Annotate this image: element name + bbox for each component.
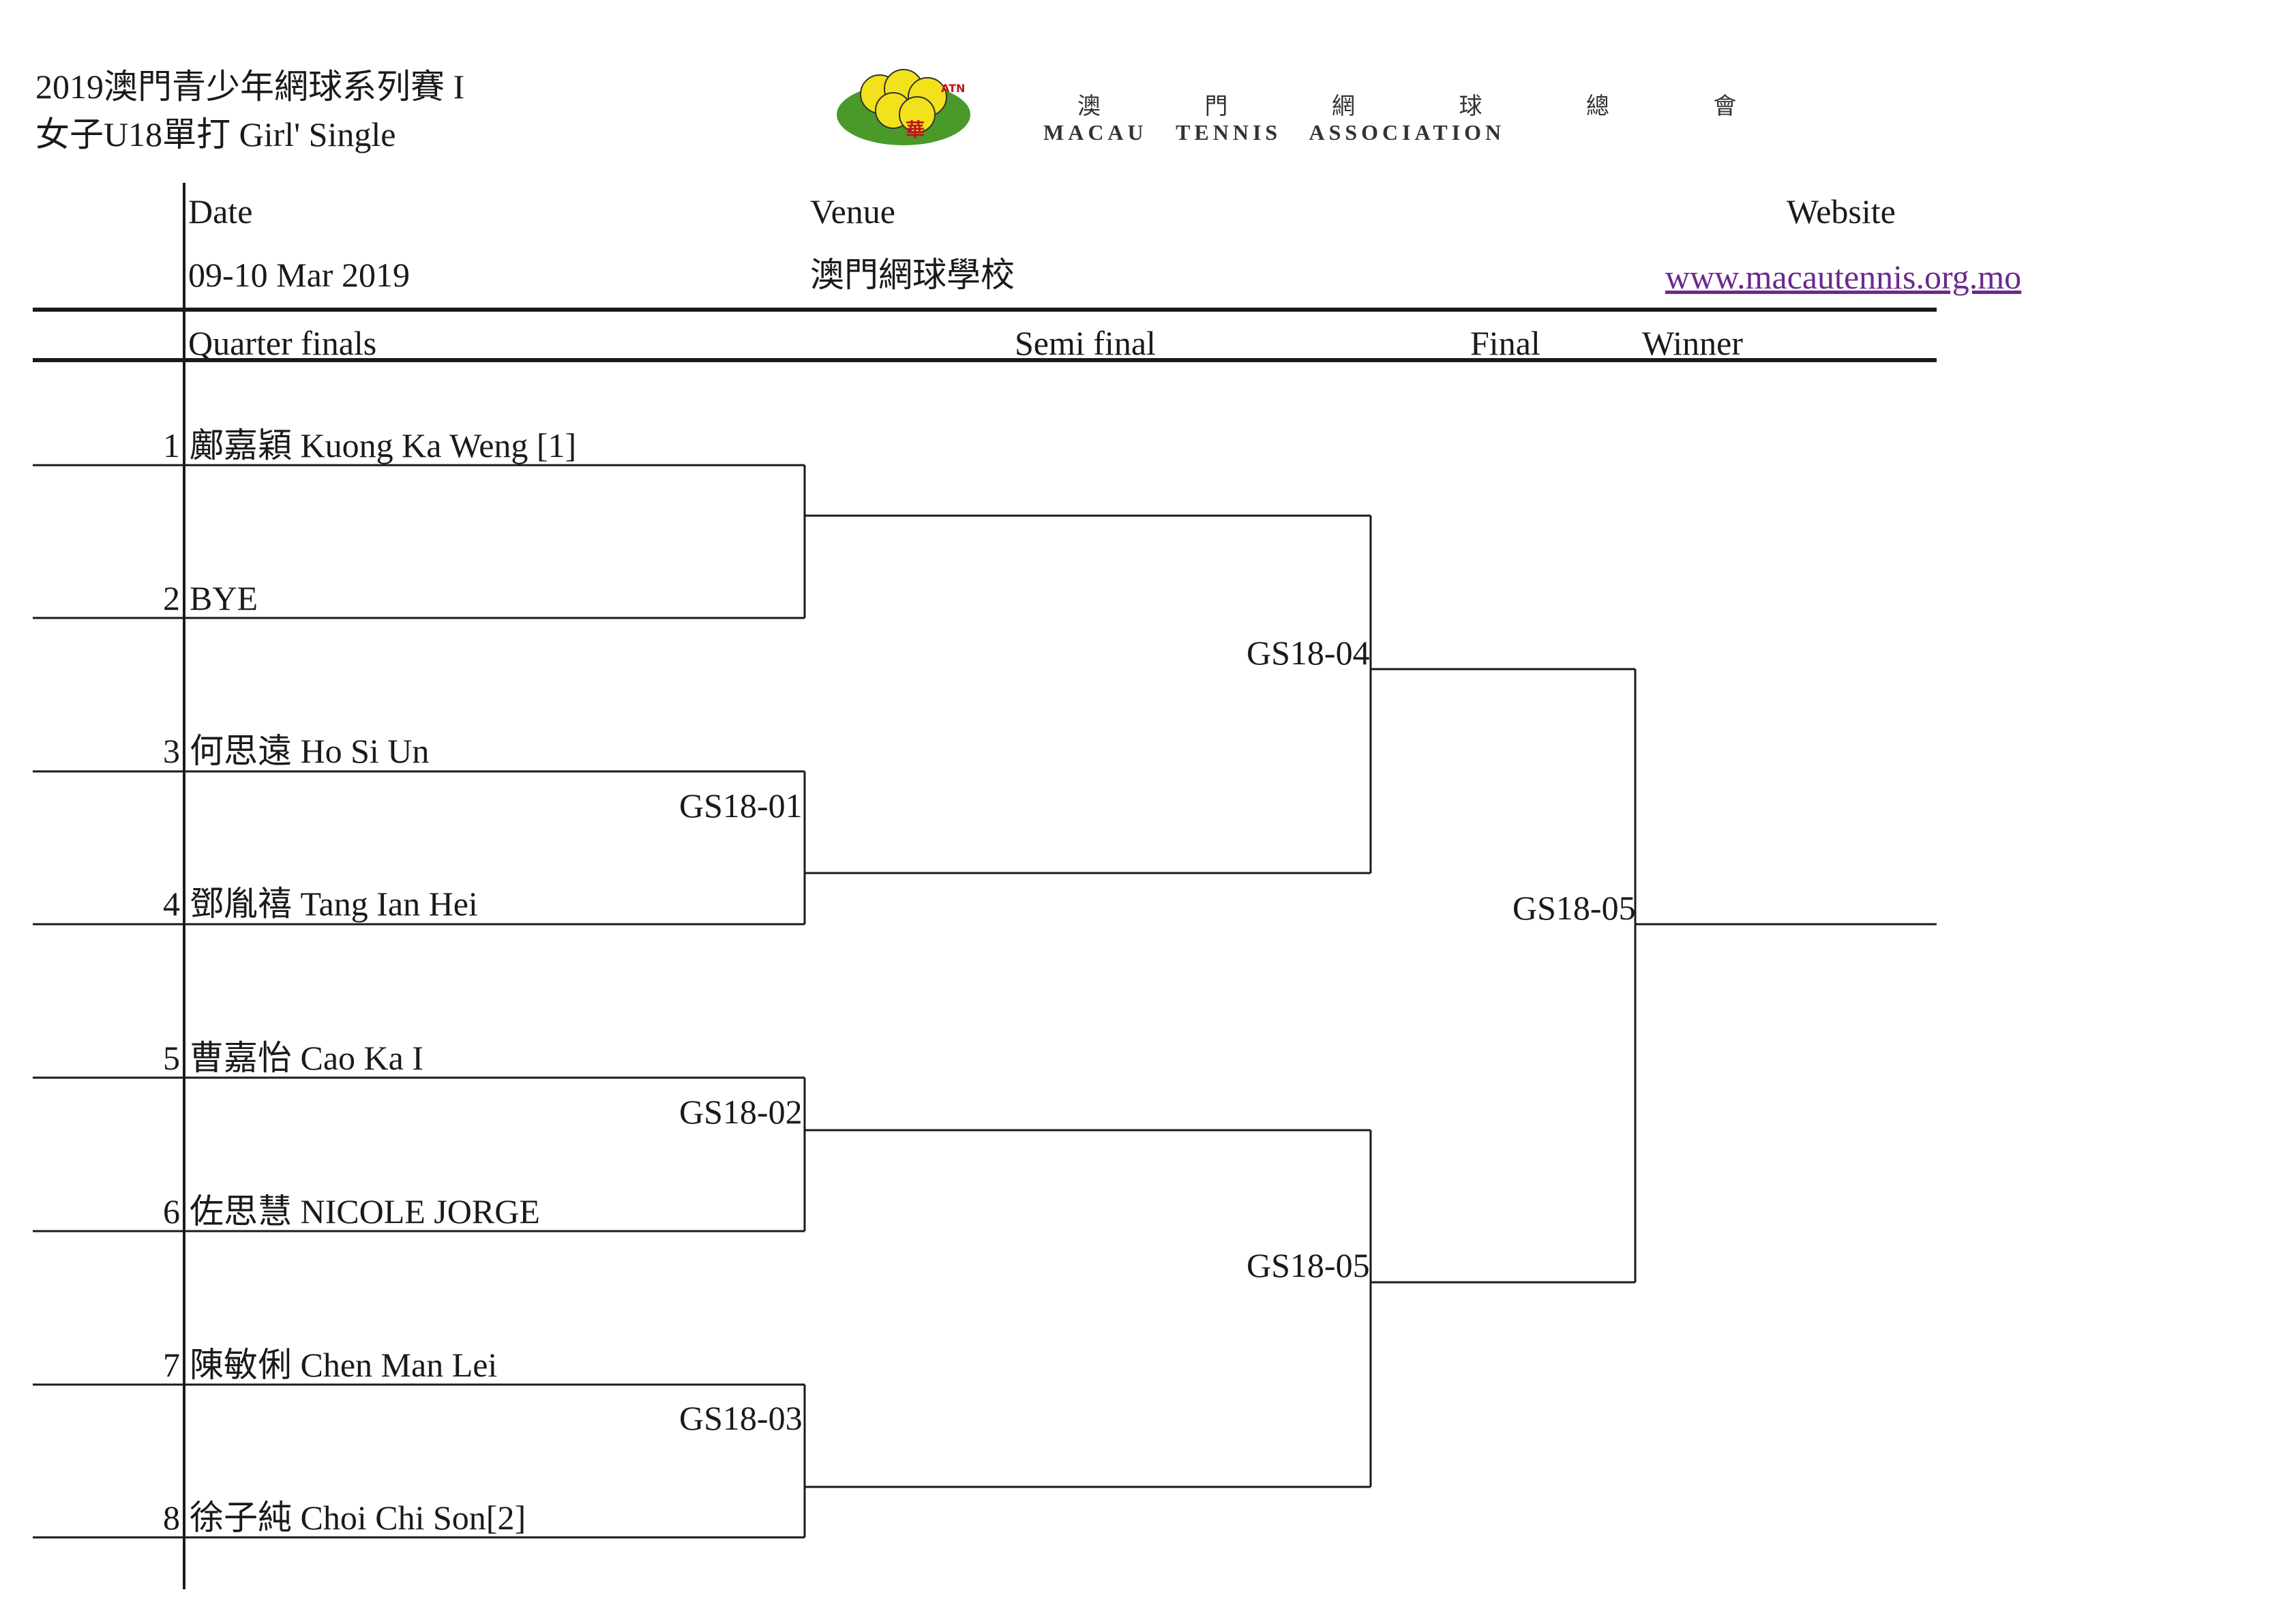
seed-number: 4 (163, 885, 180, 923)
match-code-final: GS18-05 (1512, 889, 1636, 927)
venue-label: Venue (810, 192, 895, 231)
website-link[interactable]: www.macautennis.org.mo (1665, 258, 2022, 296)
seed-number: 8 (163, 1498, 180, 1537)
match-code-qf: GS18-01 (679, 786, 803, 825)
venue-value: 澳門網球學校 (810, 256, 1015, 294)
column-winner: Winner (1642, 324, 1743, 362)
svg-text:ATN: ATN (941, 82, 965, 95)
match-code-sf: GS18-05 (1247, 1246, 1370, 1284)
date-value: 09-10 Mar 2019 (188, 256, 410, 294)
title-line-2: 女子U18單打 Girl' Single (35, 115, 396, 153)
association-logo: 華 ATN (832, 61, 989, 150)
website-label: Website (1787, 192, 1896, 231)
column-quarter-finals: Quarter finals (188, 324, 377, 362)
seed-number: 7 (163, 1346, 180, 1384)
player-name: 鄧胤禧 Tang Ian Hei (190, 885, 478, 923)
seed-number: 2 (163, 579, 180, 617)
date-label: Date (188, 192, 253, 231)
match-code-qf: GS18-03 (679, 1399, 803, 1437)
player-name: 佐思慧 NICOLE JORGE (190, 1192, 540, 1230)
seed-number: 5 (163, 1039, 180, 1077)
match-code-sf: GS18-04 (1247, 634, 1370, 672)
player-name: BYE (190, 579, 258, 617)
player-name: 何思遠 Ho Si Un (190, 732, 430, 770)
logo-name-english: MACAU TENNIS ASSOCIATION (1043, 120, 1506, 145)
logo-name-chinese: 澳 門 網 球 總 會 (1077, 94, 1786, 119)
seed-number: 1 (163, 426, 180, 464)
column-semi-final: Semi final (1015, 324, 1156, 362)
column-final: Final (1470, 324, 1540, 362)
title-line-1: 2019澳門青少年網球系列賽 I (35, 68, 465, 106)
player-name: 徐子純 Choi Chi Son[2] (190, 1498, 526, 1537)
seed-number: 6 (163, 1192, 180, 1230)
match-code-qf: GS18-02 (679, 1093, 803, 1131)
player-name: 陳敏俐 Chen Man Lei (190, 1346, 498, 1384)
player-name: 鄺嘉穎 Kuong Ka Weng [1] (190, 426, 577, 464)
seed-number: 3 (163, 732, 180, 770)
svg-text:華: 華 (906, 119, 925, 141)
player-name: 曹嘉怡 Cao Ka I (190, 1039, 423, 1077)
